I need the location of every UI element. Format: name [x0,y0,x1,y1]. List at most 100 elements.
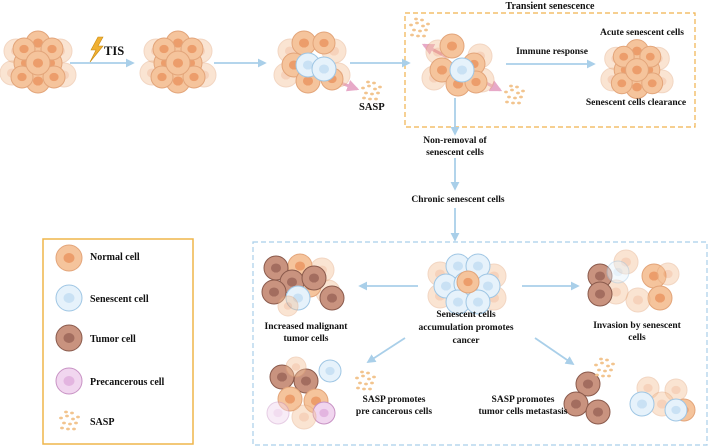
sasp-dots [361,80,382,101]
legend-label-precancer: Precancerous cell [90,377,165,388]
legend-label-tumor: Tumor cell [90,334,136,345]
normal-cell [165,50,191,76]
cell-cluster [266,356,342,430]
chronic-outcomes-box [252,241,708,446]
sasp-dots [504,84,525,105]
tumor-cell [575,371,601,397]
legend-box [42,238,194,445]
normal-cell [641,263,667,289]
precancer-cell [266,401,290,425]
chronic-senescent-label: Chronic senescent cells [411,195,505,205]
cell-cluster [600,39,674,99]
normal-cell [150,65,174,89]
precancer-line2: pre cancerous cells [356,407,432,417]
senescent-cell [445,289,471,315]
tumor-cell [301,265,327,291]
metastasis-line1: SASP promotes [492,395,555,405]
normal-cell [429,57,455,83]
precancer-cell [312,401,336,425]
accumulation-line2: accumulation promotes [418,323,513,333]
cell-cluster [139,30,217,94]
accumulation-line1: Senescent cells [436,310,496,320]
legend-label-sasp: SASP [90,417,114,428]
sasp-layer [59,17,615,431]
normal-cell [277,386,303,412]
legend: Normal cell Senescent cell Tumor cell Pr… [90,252,165,428]
cell-cluster [421,33,495,97]
text-labels: TIS SASP Transient senescence Acute sene… [104,1,686,417]
legend-tumor-icon [55,324,83,352]
normal-cell [610,72,633,95]
senescent-cell [465,289,491,315]
normal-cell [285,356,307,378]
non-removal-line1: Non-removal of [423,136,487,146]
legend-senescent-icon [55,284,83,312]
acute-senescent-label: Acute senescent cells [600,28,684,38]
tis-label: TIS [104,44,124,58]
immune-response-label: Immune response [516,47,588,57]
normal-cell [291,404,317,430]
tumor-cell [319,285,345,311]
arrow-to-precancer [366,337,406,363]
cells-layer [0,30,696,430]
legend-icons [55,244,83,395]
sasp-dots [59,410,80,431]
normal-cell [10,65,34,89]
cell-cluster [0,30,77,94]
sasp-label: SASP [359,102,385,113]
normal-cell [456,270,480,294]
transient-senescence-title: Transient senescence [506,1,596,12]
normal-cell [312,31,336,55]
senescent-cell [449,57,475,83]
normal-cell [647,285,673,311]
tumor-cell [293,368,319,394]
normal-cell [182,65,206,89]
normal-cell [656,262,680,286]
normal-cell [42,65,66,89]
legend-precancer-icon [55,367,83,395]
normal-cell [664,378,688,402]
transient-senescence-box [404,12,696,128]
legend-label-senescent: Senescent cell [90,294,149,305]
cell-cluster [587,249,680,313]
clearance-label: Senescent cells clearance [586,98,686,108]
sasp-dots [409,17,430,38]
cell-cluster [427,253,507,315]
accumulation-line3: cancer [453,336,481,346]
cell-cluster [261,253,345,317]
normal-cell [613,249,639,275]
tumor-cell [587,281,613,307]
lightning-icon [89,36,104,63]
sasp-dots [355,370,376,391]
normal-cell [277,295,299,317]
tumor-cell [261,279,287,305]
invasion-line2: cells [628,333,646,343]
precancer-line1: SASP promotes [363,395,426,405]
senescent-cell [629,391,655,417]
metastasis-line2: tumor cells metastasis [478,407,567,417]
senescent-cell [318,359,342,383]
arrow-to-metastasis [534,337,575,366]
legend-normal-icon [55,244,83,272]
tumor-cell [585,399,611,425]
cell-cluster [273,30,351,94]
normal-cell [625,58,649,82]
non-removal-line2: senescent cells [426,148,484,158]
tumor-cell [563,391,589,417]
sasp-dots [594,357,615,378]
normal-cell [641,72,664,95]
normal-cell [291,30,317,56]
increased-malignant-line2: tumor cells [284,334,329,344]
tumor-cell [269,364,295,390]
senescent-cell [606,260,630,284]
legend-label-normal: Normal cell [90,252,140,263]
normal-cell [439,33,465,59]
senescent-cell [285,285,311,311]
cell-cluster [563,371,696,425]
flow-arrows [70,58,596,366]
invasion-line1: Invasion by senescent [593,321,681,331]
normal-cell [625,287,651,313]
senescent-cell [311,56,337,82]
increased-malignant-line1: Increased malignant [265,322,349,332]
